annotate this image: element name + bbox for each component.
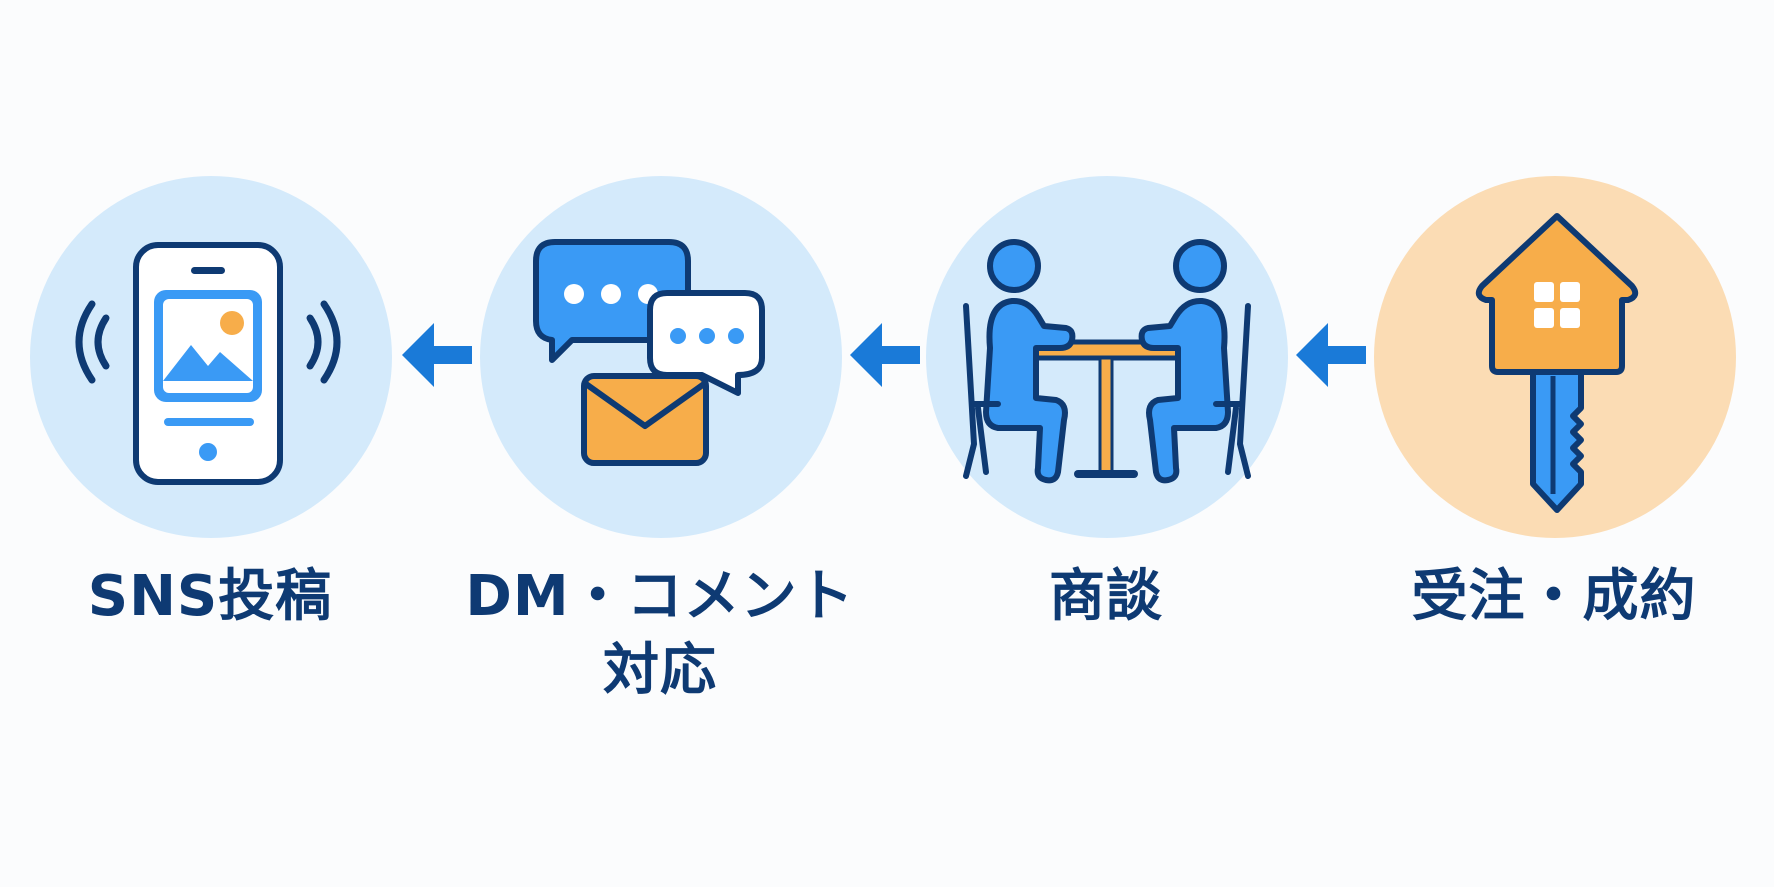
- step-label: 受注・成約: [1411, 564, 1697, 629]
- smartphone-post-icon: [75, 242, 341, 485]
- meeting-table-icon: [963, 239, 1251, 484]
- arrow-left-icon: [402, 323, 472, 387]
- step-label: DM・コメント 対応: [465, 564, 855, 703]
- house-key-icon: [1475, 213, 1639, 513]
- step-circle: [1374, 176, 1736, 538]
- arrow-left-icon: [1296, 323, 1366, 387]
- chat-bubbles-mail-icon: [533, 239, 765, 466]
- step-circle: [30, 176, 392, 538]
- step-circle: [926, 176, 1288, 538]
- arrow-left-icon: [850, 323, 920, 387]
- step-circle: [480, 176, 842, 538]
- step-label: SNS投稿: [87, 564, 333, 629]
- step-label: 商談: [1049, 564, 1163, 629]
